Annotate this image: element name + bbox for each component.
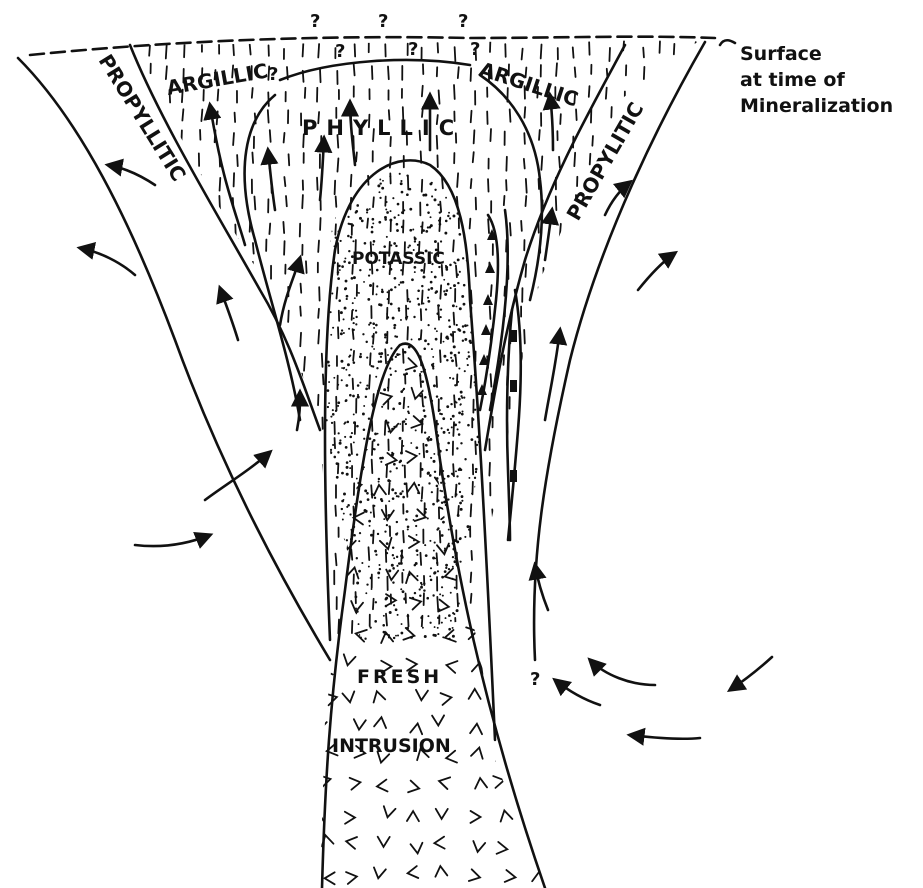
uncertainty-mark: ? xyxy=(458,11,468,32)
intrusion-pattern xyxy=(312,353,548,884)
uncertainty-mark: ? xyxy=(335,41,345,62)
uncertainty-mark: ? xyxy=(378,11,388,32)
flow-arrow xyxy=(545,210,552,260)
flow-arrow xyxy=(108,165,155,185)
surface-caption-line1: Surface xyxy=(740,43,822,65)
flow-arrow xyxy=(205,452,270,500)
flow-arrow xyxy=(555,680,600,705)
flow-arrow xyxy=(220,288,238,340)
surface-caption-line3: Mineralization xyxy=(740,95,893,117)
label-potassic: POTASSIC xyxy=(352,249,445,269)
upper-argillic-arc xyxy=(280,60,470,80)
label-intrusion: INTRUSION xyxy=(332,735,451,757)
flow-arrow xyxy=(638,253,675,290)
flow-arrow xyxy=(535,565,548,610)
flow-arrow xyxy=(590,660,655,685)
flow-arrow xyxy=(545,330,560,420)
uncertainty-mark: ? xyxy=(530,669,540,690)
surface-caption-line2: at time of xyxy=(740,69,845,91)
flow-arrow xyxy=(630,735,700,739)
uncertainty-mark: ? xyxy=(310,11,320,32)
label-fresh: FRESH xyxy=(357,666,442,688)
flow-arrow xyxy=(80,248,135,275)
potassic-boundary xyxy=(325,160,495,740)
flow-arrow xyxy=(280,258,300,325)
left-argillic-arc xyxy=(245,95,300,420)
label-phyllic: PHYLLIC xyxy=(302,116,463,140)
potassic-stipple xyxy=(319,149,492,640)
uncertainty-mark: ? xyxy=(408,39,418,60)
flow-arrow xyxy=(730,657,772,690)
label-argillic-right: ARGILLIC xyxy=(476,57,581,111)
uncertainty-mark: ? xyxy=(470,39,480,60)
flow-arrow xyxy=(210,105,245,245)
flow-arrow xyxy=(135,535,210,546)
surface-pointer xyxy=(720,40,735,45)
